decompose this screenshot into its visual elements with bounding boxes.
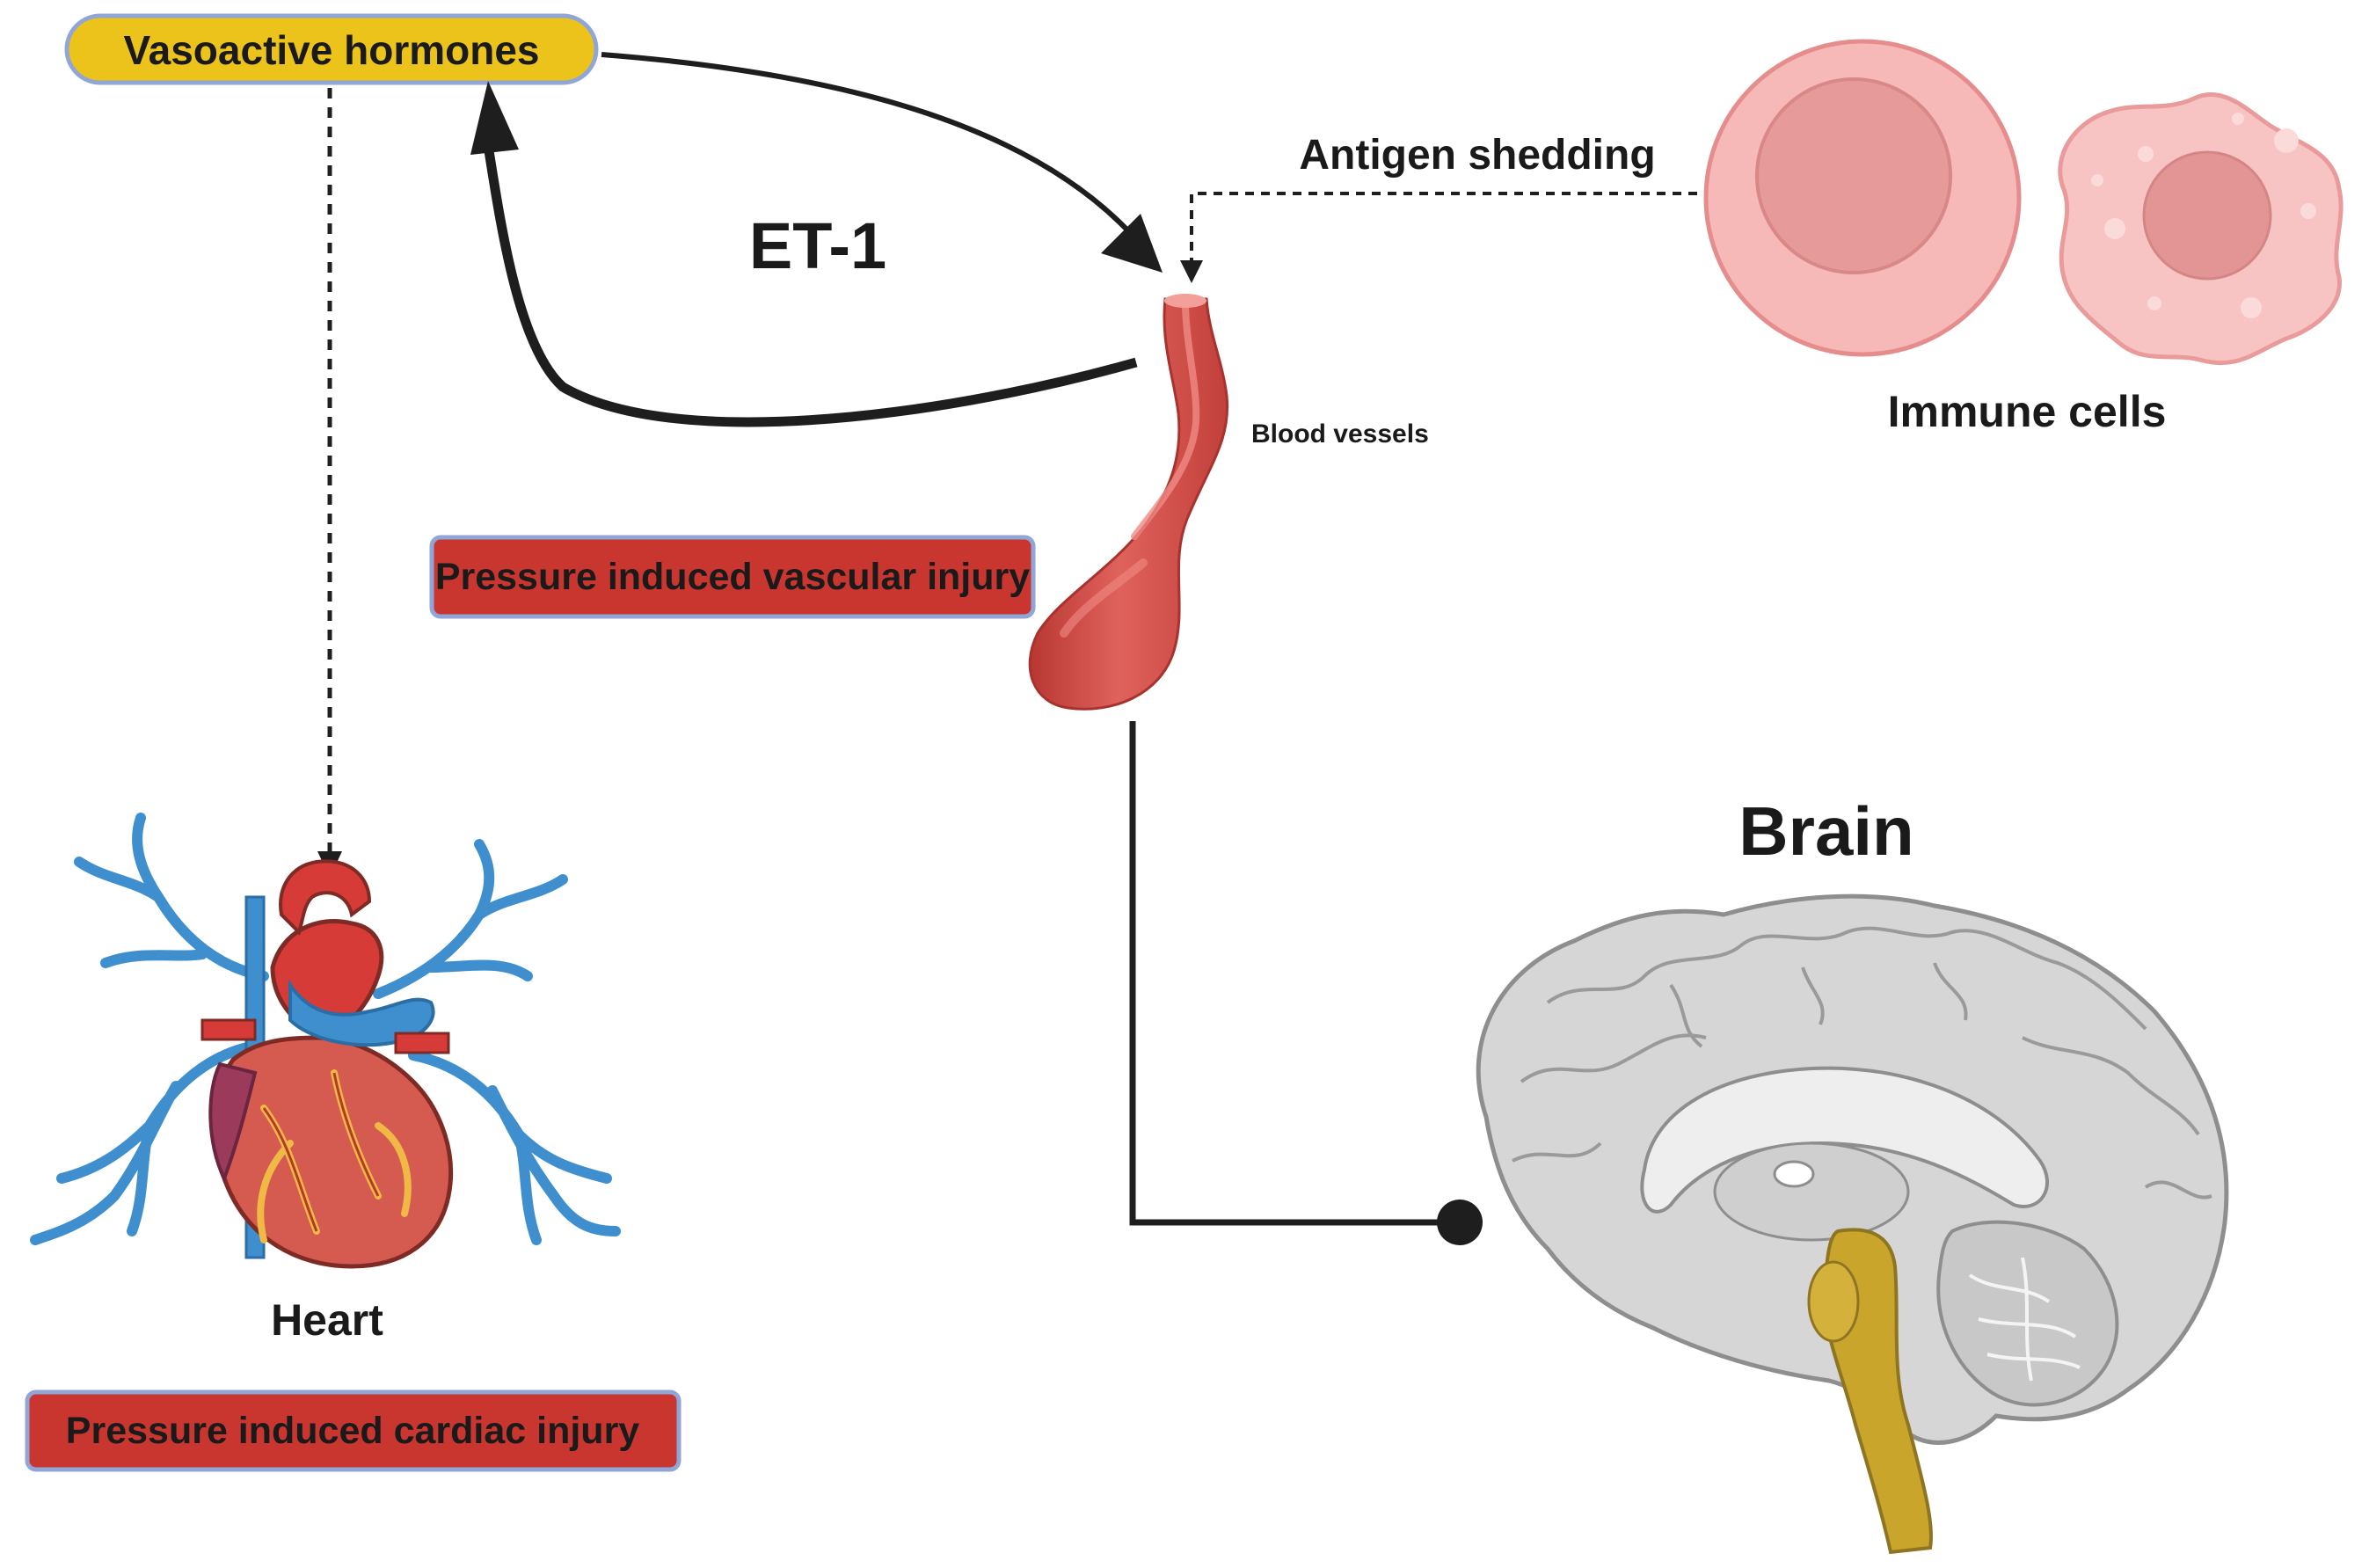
blood-vessels-label: Blood vessels [1251,419,1429,449]
vasoactive-hormones-label: Vasoactive hormones [124,27,540,73]
immune-cells-label: Immune cells [1888,387,2167,436]
hormones-to-heart-arrow [317,88,342,878]
cardiac-injury-label: Pressure induced cardiac injury [66,1410,640,1452]
heart-illustration [30,813,621,1269]
immune-cells-illustration [1703,39,2343,366]
macrophage-cell [2058,91,2343,366]
brain-illustration [1476,893,2229,1555]
heart-label: Heart [271,1295,383,1345]
cardiac-injury-box: Pressure induced cardiac injury [25,1389,682,1472]
et1-label: ET-1 [749,209,886,282]
pulmonary-vessels-right [373,839,621,1245]
lymphocyte-cell [1703,39,2022,357]
vascular-injury-label: Pressure induced vascular injury [435,556,1030,598]
hormones-to-vessels-arrow [601,52,1163,273]
antigen-shedding-arrow [1180,192,1697,283]
pulmonary-vessels-left [30,813,269,1245]
brain-label: Brain [1738,792,1913,870]
blood-vessel-illustration [1028,294,1229,711]
vessel-to-brain-connector [1129,721,1483,1245]
et1-feedback-arrow [470,81,1138,427]
antigen-shedding-label: Antigen shedding [1299,132,1655,179]
vasoactive-hormones-node: Vasoactive hormones [64,13,599,85]
vascular-injury-box: Pressure induced vascular injury [429,535,1036,619]
